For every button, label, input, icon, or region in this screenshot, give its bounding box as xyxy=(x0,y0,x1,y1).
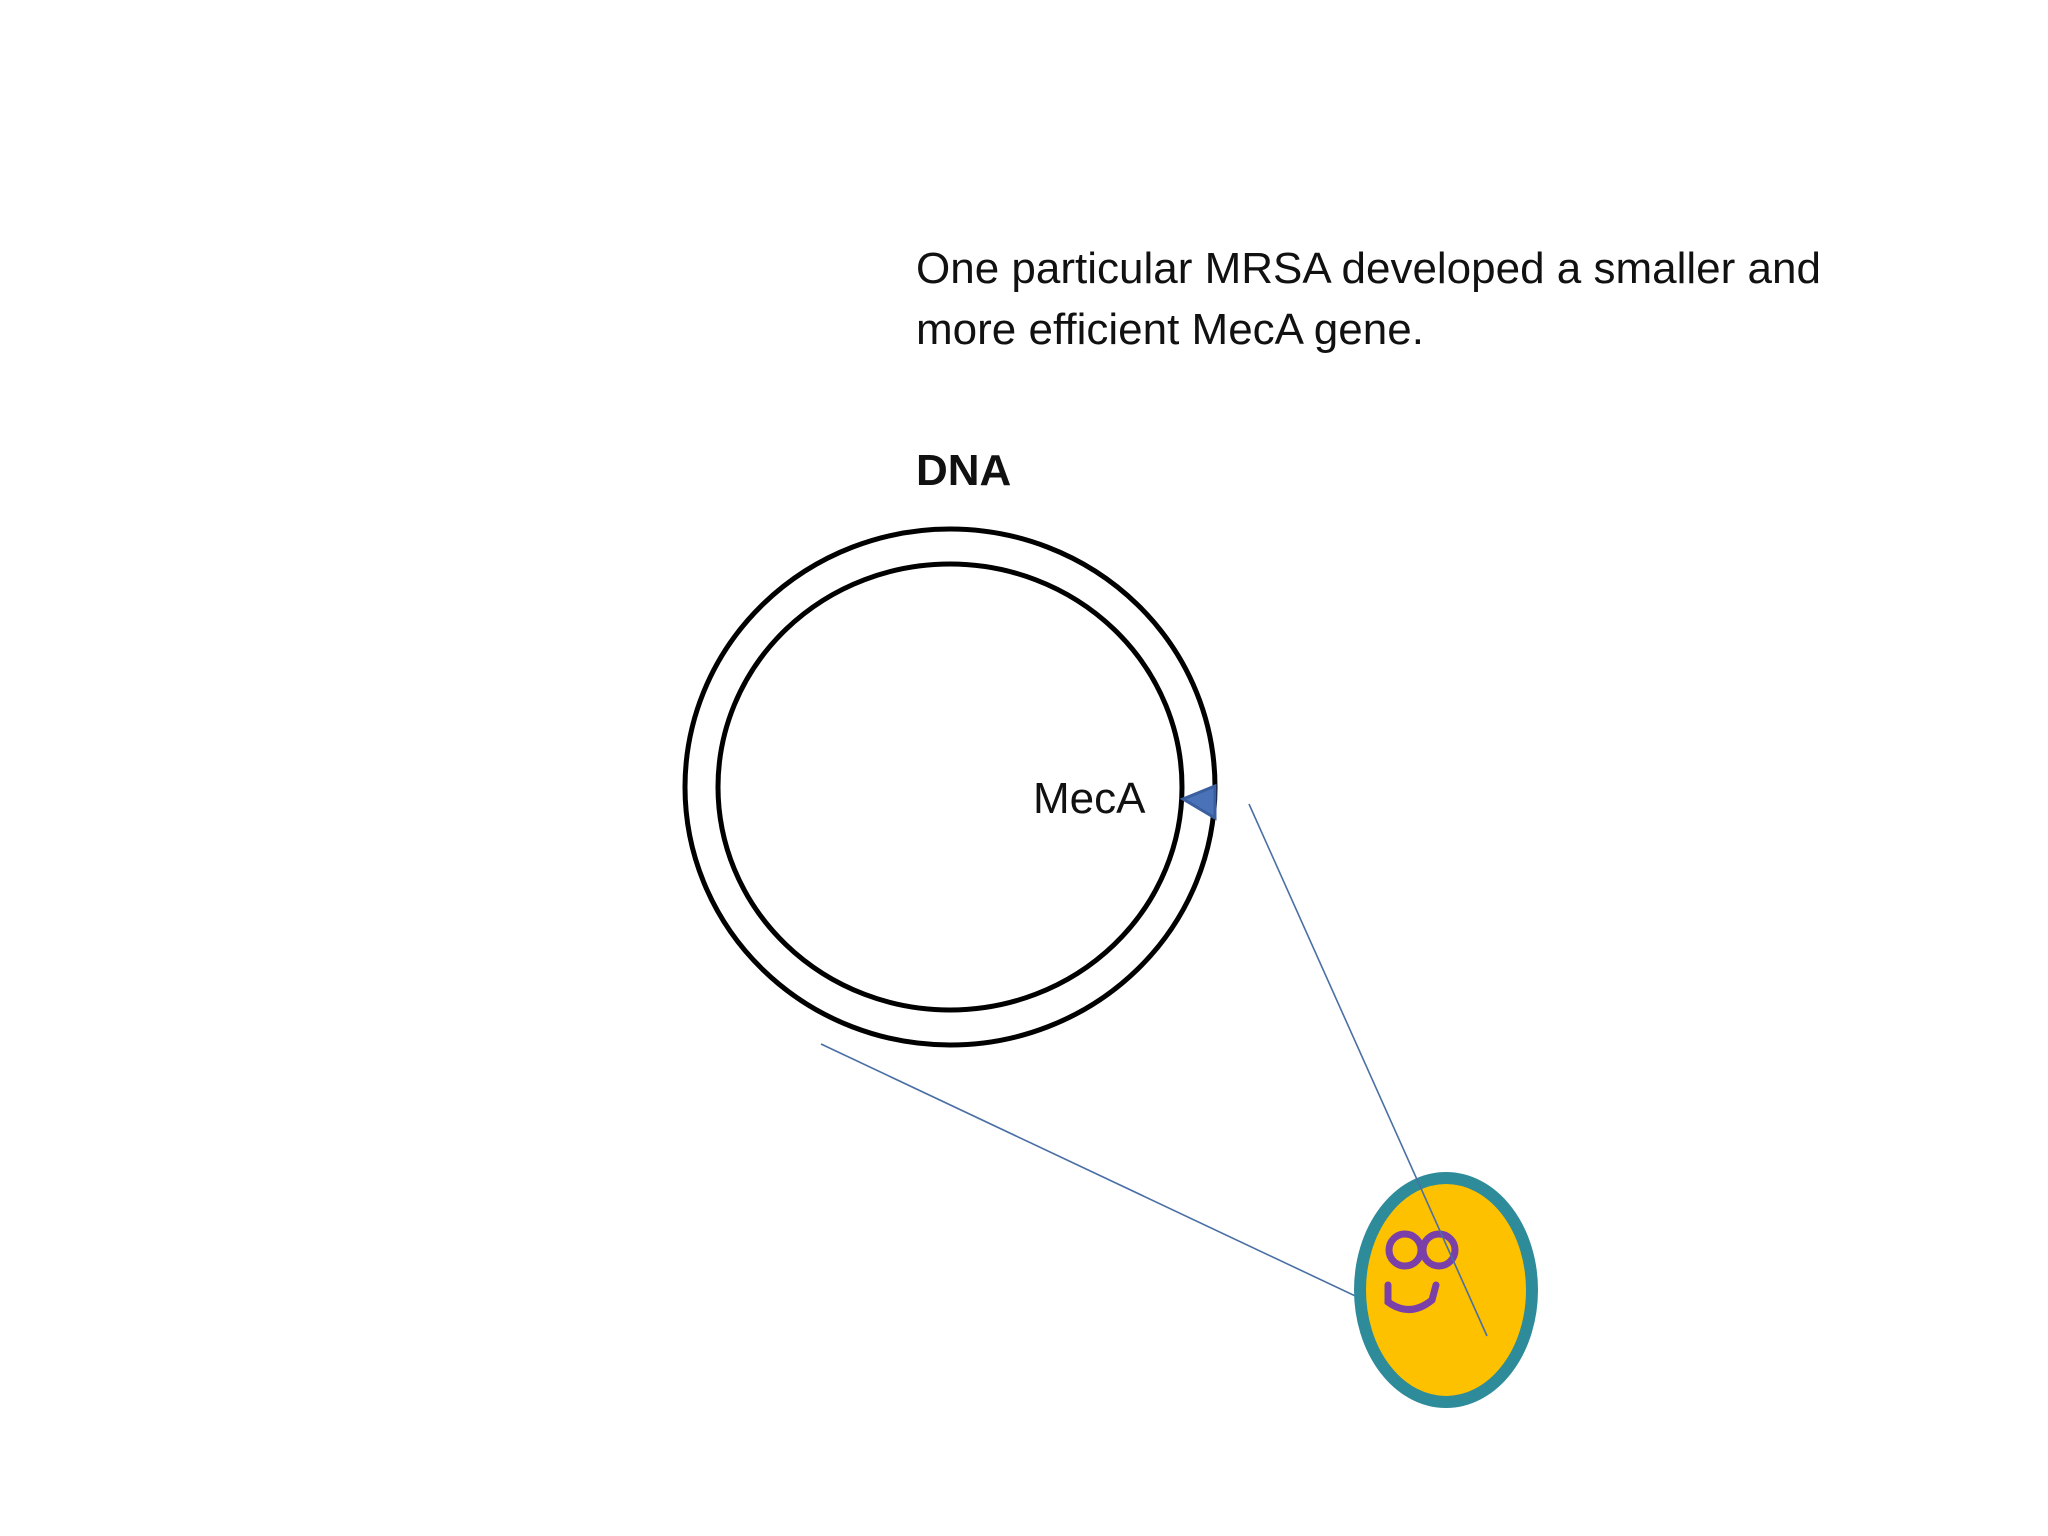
triangle-marker-icon xyxy=(1179,783,1217,821)
smiley-face-icon xyxy=(1384,1230,1459,1313)
dna-inner-strand xyxy=(715,561,1185,1013)
caption-line-1: One particular MRSA developed a smaller … xyxy=(916,244,1821,293)
slide-caption: One particular MRSA developed a smaller … xyxy=(916,238,1966,360)
dna-heading: DNA xyxy=(916,446,1012,495)
caption-line-2: more efficient MecA gene. xyxy=(916,305,1424,354)
bacterium-cell-icon xyxy=(1354,1172,1538,1408)
meca-label: MecA xyxy=(1033,774,1146,823)
zoom-line-right xyxy=(1248,803,1488,1337)
